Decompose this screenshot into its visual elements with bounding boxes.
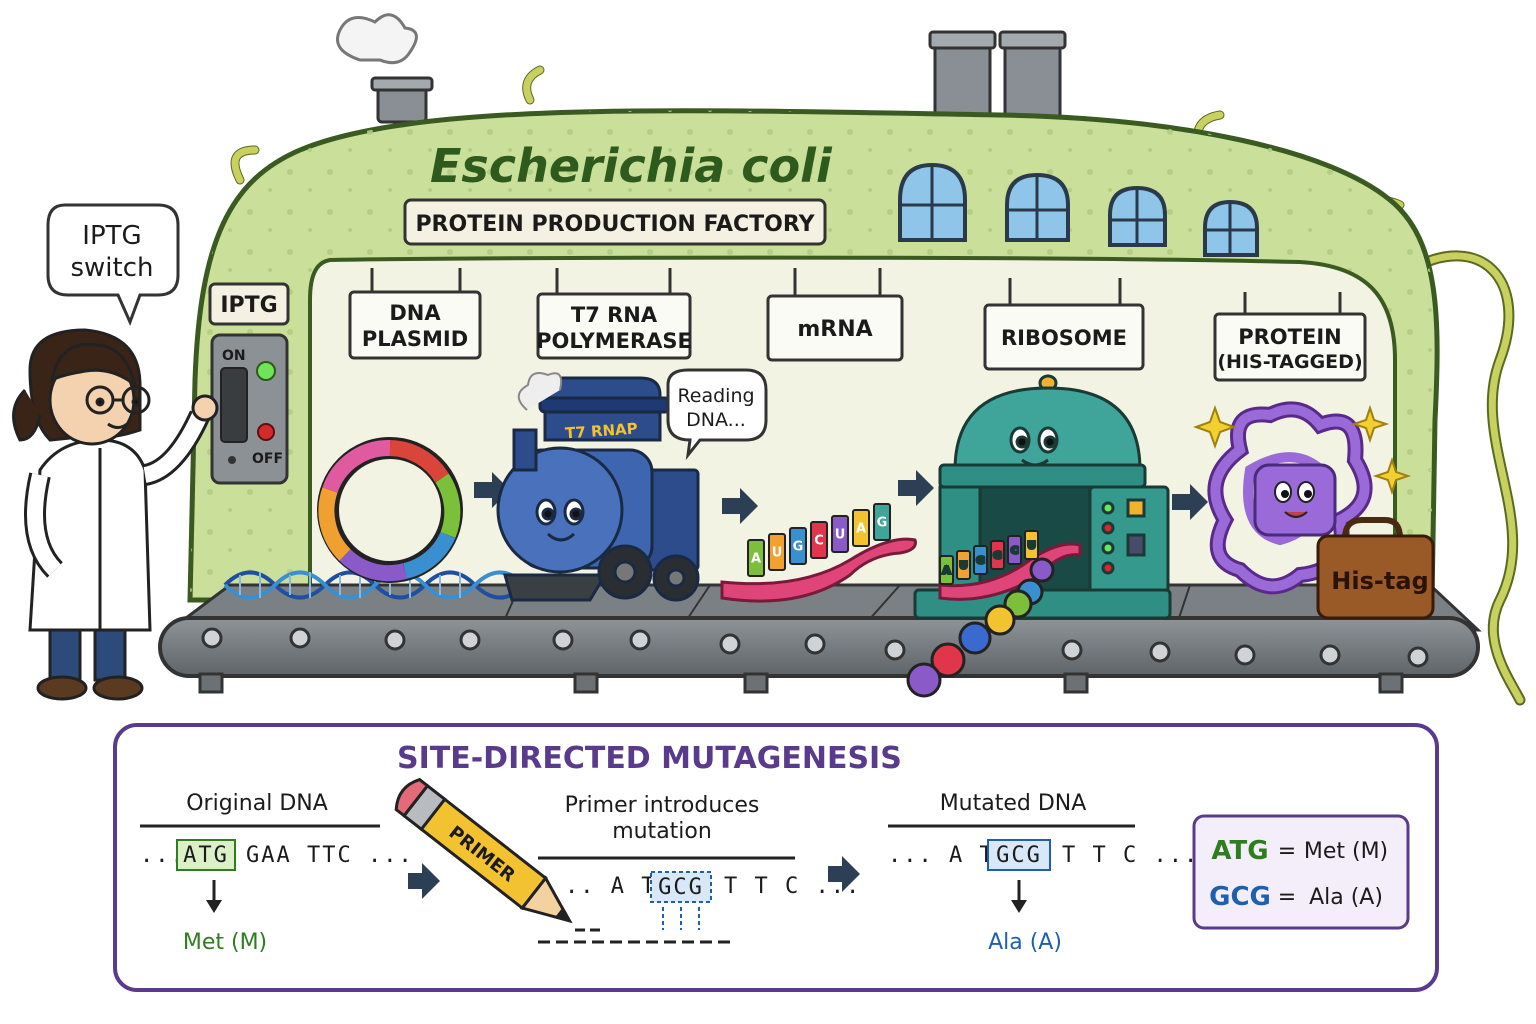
subtitle-banner: PROTEIN PRODUCTION FACTORY (403, 198, 827, 246)
station-label: RIBOSOME (1001, 326, 1127, 350)
original-aa: Met (M) (183, 930, 267, 955)
nucleotide-letter: C (814, 533, 824, 548)
nucleotide-letter: U (959, 560, 967, 571)
original-dna-heading: Original DNA (186, 791, 328, 816)
mutated-dna-heading: Mutated DNA (940, 791, 1087, 816)
nucleotide-letter: G (877, 515, 888, 530)
plasmid-ring-icon (317, 437, 463, 583)
nucleotide-letter: G (993, 550, 1001, 561)
nucleotide-letter: C (1011, 545, 1018, 556)
primer-codon: GCG (658, 875, 704, 900)
nucleotide-tag (1024, 530, 1039, 560)
t7-rnap-train-icon: T7 RNAP (496, 372, 700, 602)
switch-on-label: ON (222, 348, 246, 364)
arrow-right-icon (1172, 484, 1208, 520)
legend-eq: = (1278, 839, 1296, 864)
station-label: PLASMID (362, 327, 468, 351)
nucleotide-letter: A (943, 565, 951, 576)
nucleotide-letter: G (793, 539, 804, 554)
original-rest: GAA TTC ... (246, 843, 414, 868)
station-labels: DNA PLASMID T7 RNA POLYMERASE mRNA RIBOS… (362, 301, 1363, 373)
factory-title: Escherichia coli (430, 139, 833, 193)
conveyor-belt (158, 583, 1482, 694)
nucleotide-letter: U (1027, 540, 1035, 551)
station-label: T7 RNA (571, 303, 658, 327)
train-speech-bubble: Reading DNA... (666, 368, 768, 461)
nucleotide-letter: A (856, 521, 866, 536)
codon-legend: ATG = Met (M) GCG = Ala (A) (1192, 814, 1410, 930)
nucleotide-letter: U (772, 545, 783, 560)
nucleotide-letter: A (751, 551, 761, 566)
amino-acid-chain (906, 557, 1055, 698)
sparkle-icons (1193, 404, 1412, 496)
station-label: PROTEIN (1238, 325, 1341, 349)
red-light-icon (257, 423, 275, 441)
nucleotide-letter: G (976, 555, 984, 566)
nucleotide-tag (956, 550, 971, 580)
legend-aa: Ala (A) (1309, 885, 1383, 910)
nucleotide-tag (939, 555, 954, 585)
windows (898, 162, 1259, 257)
nucleotide-letter: U (835, 527, 846, 542)
station-label: (HIS-TAGGED) (1217, 351, 1362, 373)
green-light-icon (256, 361, 276, 381)
his-tag-suitcase-icon: His-tag (1316, 517, 1435, 620)
scientist-speech-line: switch (70, 253, 153, 283)
nucleotide-tag (1007, 535, 1022, 565)
primer-heading: mutation (612, 819, 712, 844)
nucleotide-tag (873, 503, 891, 541)
legend-codon: ATG (1211, 836, 1268, 866)
train-cap-label: T7 RNAP (565, 419, 639, 442)
nucleotide-tag (831, 515, 849, 553)
station-label: mRNA (797, 317, 872, 342)
primer-heading: Primer introduces (565, 793, 760, 818)
scientist-speech-line: IPTG (82, 221, 141, 251)
arrow-right-icon (722, 488, 758, 524)
legend-codon: GCG (1209, 882, 1271, 912)
protein-his-tagged-icon (1193, 401, 1412, 595)
nucleotide-tag (990, 540, 1005, 570)
nucleotide-tag (789, 527, 807, 565)
toggle-switch[interactable] (220, 367, 248, 443)
nucleotide-tag (973, 545, 988, 575)
nucleotide-tag (747, 539, 765, 577)
switch-off-label: OFF (252, 451, 283, 467)
mutated-codon: GCG (996, 843, 1042, 868)
station-label: POLYMERASE (536, 329, 692, 353)
arrow-right-icon (828, 856, 860, 892)
legend-eq: = (1278, 885, 1296, 910)
iptg-switch-panel: IPTG ON OFF (208, 282, 290, 485)
nucleotide-tag (768, 533, 786, 571)
factory-subtitle: PROTEIN PRODUCTION FACTORY (415, 212, 815, 237)
arrow-right-icon (408, 863, 440, 899)
dna-helix (223, 570, 527, 600)
iptg-panel-label: IPTG (220, 293, 277, 318)
mutated-rest: T T C ... (1062, 843, 1199, 868)
train-speech-line: DNA... (686, 409, 746, 431)
nucleotide-tag (810, 521, 828, 559)
legend-aa: Met (M) (1304, 839, 1388, 864)
original-codon: ATG (183, 843, 229, 868)
mutagenesis-panel: SITE-DIRECTED MUTAGENESIS Original DNA .… (113, 723, 1439, 992)
belt-rollers (201, 627, 1429, 668)
station-label: DNA (389, 301, 441, 325)
arrow-right-icon (898, 470, 934, 506)
scientist-speech-bubble: IPTG switch (46, 203, 180, 326)
train-speech-line: Reading (677, 385, 754, 407)
nucleotide-tag (852, 509, 870, 547)
mutagenesis-title: SITE-DIRECTED MUTAGENESIS (397, 741, 902, 776)
mutated-aa: Ala (A) (988, 930, 1062, 955)
station-signs (348, 268, 1367, 382)
scientist-icon (12, 328, 219, 701)
suitcase-label: His-tag (1331, 567, 1428, 595)
